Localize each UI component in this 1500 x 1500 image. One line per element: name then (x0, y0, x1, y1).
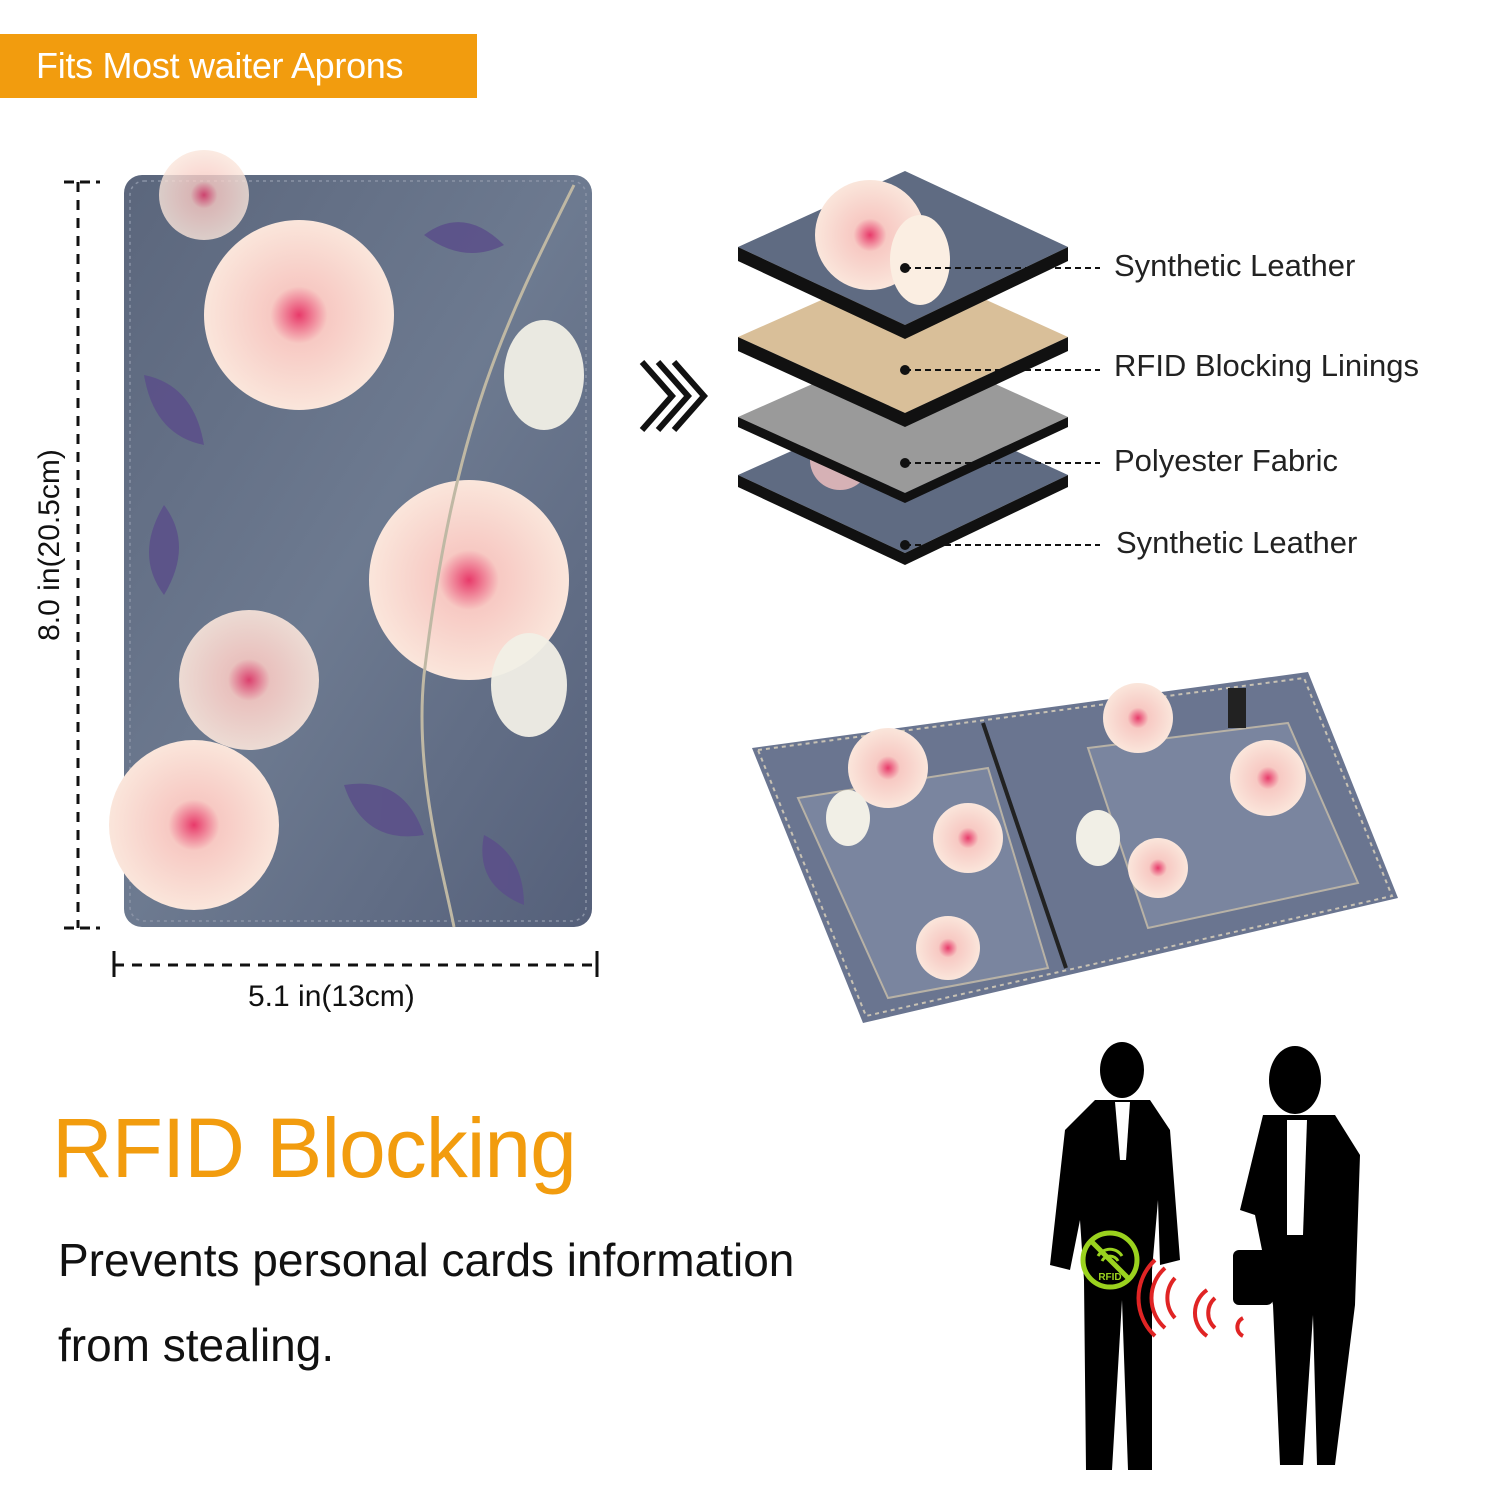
layer-label-rfid-lining: RFID Blocking Linings (1114, 348, 1419, 383)
rfid-description-line-2: from stealing. (58, 1319, 335, 1371)
signal-waves-icon (1136, 1258, 1245, 1338)
no-rfid-badge-icon: RFID (1080, 1230, 1140, 1290)
width-label: 5.1 in(13cm) (248, 980, 415, 1013)
open-wallet-illustration (752, 672, 1398, 1023)
layer-label-synthetic-leather-top: Synthetic Leather (1114, 248, 1356, 283)
no-rfid-badge-text: RFID (1098, 1272, 1121, 1283)
layer-label-synthetic-leather-bottom: Synthetic Leather (1116, 525, 1358, 560)
layer-top-leather (738, 171, 1068, 339)
banner-fits-aprons: Fits Most waiter Aprons (0, 34, 477, 98)
height-label: 8.0 in(20.5cm) (33, 449, 66, 641)
layer-stack-diagram (738, 171, 1100, 565)
rfid-description-line-1: Prevents personal cards information (58, 1234, 795, 1286)
closed-wallet-illustration (109, 150, 592, 928)
height-dimension-line (64, 180, 100, 930)
layer-label-polyester-fabric: Polyester Fabric (1114, 443, 1338, 478)
rfid-blocking-title: RFID Blocking (52, 1101, 577, 1195)
width-dimension-line (112, 951, 599, 977)
woman-silhouette (1233, 1046, 1360, 1465)
triple-chevron-right-icon (639, 360, 709, 432)
